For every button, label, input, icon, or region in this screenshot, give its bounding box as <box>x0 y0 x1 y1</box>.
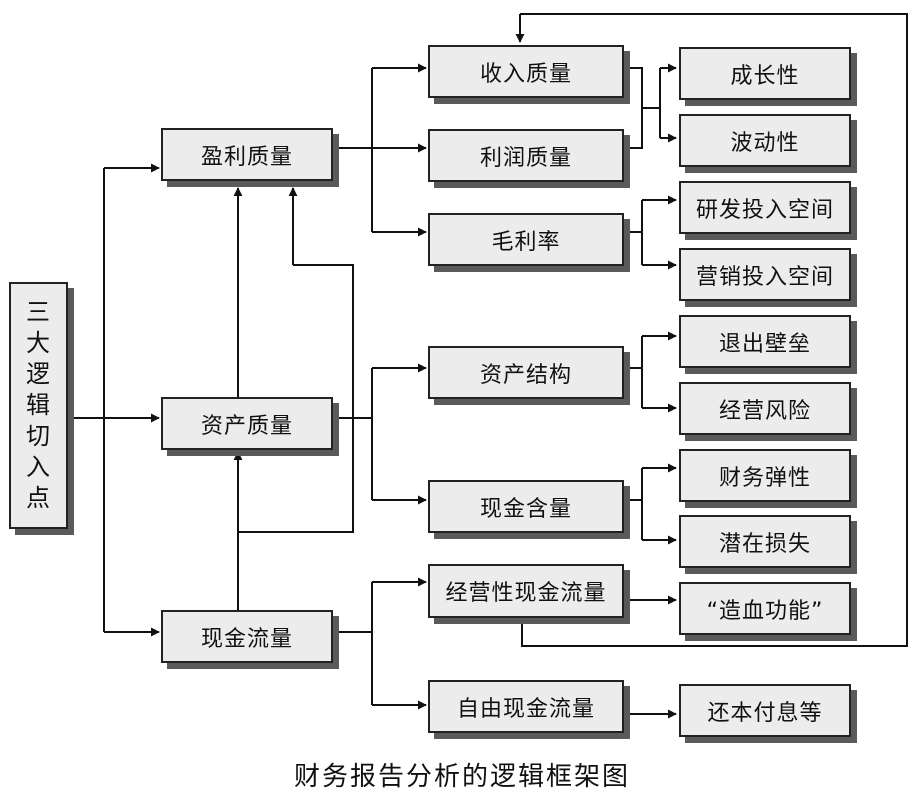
box-revenue-quality: 收入质量 <box>428 45 624 98</box>
box-cash-content: 现金含量 <box>428 480 624 533</box>
label-asset-structure: 资产结构 <box>479 362 572 388</box>
root-char: 三 <box>26 298 51 326</box>
root-char: 逻 <box>26 360 51 388</box>
label-potential-loss: 潜在损失 <box>718 531 811 557</box>
root-char: 大 <box>26 329 51 357</box>
label-marketing-space: 营销投入空间 <box>695 264 834 290</box>
label-profit-quality: 盈利质量 <box>200 144 293 170</box>
label-growth: 成长性 <box>730 63 800 89</box>
label-asset-quality: 资产质量 <box>200 413 293 439</box>
root-char: 切 <box>26 422 51 450</box>
label-exit-barrier: 退出壁垒 <box>718 331 811 357</box>
root-char: 辑 <box>26 391 51 419</box>
box-volatility: 波动性 <box>679 114 851 167</box>
label-volatility: 波动性 <box>730 130 800 156</box>
connector-cash-loop <box>238 264 354 533</box>
box-financial-flexibility: 财务弹性 <box>679 449 851 502</box>
box-marketing-space: 营销投入空间 <box>679 248 851 301</box>
label-revenue-quality: 收入质量 <box>479 61 572 87</box>
label-financial-flexibility: 财务弹性 <box>718 465 811 491</box>
box-debt-repayment: 还本付息等 <box>679 684 851 737</box>
label-operating-risk: 经营风险 <box>718 398 811 424</box>
box-operating-risk: 经营风险 <box>679 382 851 435</box>
box-cash-flow: 现金流量 <box>161 610 333 663</box>
box-gross-margin: 毛利率 <box>428 213 624 266</box>
box-profit-quality: 盈利质量 <box>161 128 333 181</box>
box-operating-cash-flow: 经营性现金流量 <box>428 564 624 618</box>
box-exit-barrier: 退出壁垒 <box>679 315 851 368</box>
box-free-cash-flow: 自由现金流量 <box>428 680 624 733</box>
root-char: 入 <box>26 453 51 481</box>
label-rd-space: 研发投入空间 <box>695 197 834 223</box>
label-cash-content: 现金含量 <box>479 496 572 522</box>
root-char: 点 <box>26 484 51 512</box>
connector-feedback-loop <box>520 13 908 647</box>
label-free-cash-flow: 自由现金流量 <box>456 696 595 722</box>
box-asset-quality: 资产质量 <box>161 397 333 450</box>
label-cash-flow: 现金流量 <box>200 626 293 652</box>
label-debt-repayment: 还本付息等 <box>707 700 823 726</box>
connector-revenue-out <box>624 67 643 149</box>
box-earnings-quality: 利润质量 <box>428 129 624 182</box>
box-blood-making: “造血功能” <box>679 582 851 635</box>
label-operating-cash-flow: 经营性现金流量 <box>445 581 607 606</box>
box-growth: 成长性 <box>679 47 851 100</box>
figure-caption: 财务报告分析的逻辑框架图 <box>293 762 630 792</box>
box-rd-space: 研发投入空间 <box>679 181 851 234</box>
label-earnings-quality: 利润质量 <box>479 145 572 171</box>
root-box: 三 大 逻 辑 切 入 点 <box>9 282 68 529</box>
label-gross-margin: 毛利率 <box>491 229 561 255</box>
box-asset-structure: 资产结构 <box>428 346 624 399</box>
box-potential-loss: 潜在损失 <box>679 515 851 568</box>
label-blood-making: “造血功能” <box>706 598 824 624</box>
